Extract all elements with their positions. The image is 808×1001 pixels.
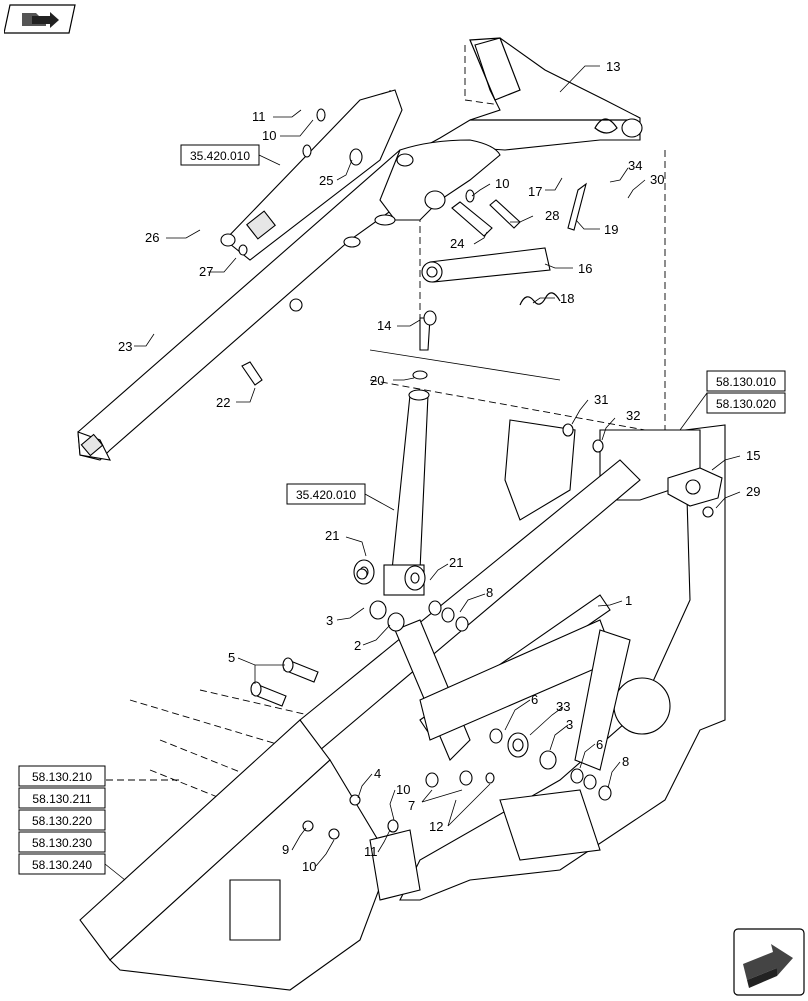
callout-7[interactable]: 7 xyxy=(408,798,415,813)
callout-34[interactable]: 34 xyxy=(628,158,642,173)
callout-10-lower[interactable]: 10 xyxy=(396,782,410,797)
pins xyxy=(241,199,521,386)
upper-arm-assembly xyxy=(417,37,643,151)
folder-arrow-icon[interactable] xyxy=(3,4,76,34)
callout-25[interactable]: 25 xyxy=(319,173,333,188)
ref-58-130-220[interactable]: 58.130.220 xyxy=(32,814,92,828)
ref-58-130-211[interactable]: 58.130.211 xyxy=(32,792,91,806)
callout-3-left[interactable]: 3 xyxy=(326,613,333,628)
callout-1[interactable]: 1 xyxy=(625,593,632,608)
callout-20[interactable]: 20 xyxy=(370,373,384,388)
callout-10-mid[interactable]: 10 xyxy=(495,176,509,191)
callout-24[interactable]: 24 xyxy=(450,236,464,251)
upper-cylinder xyxy=(220,89,403,261)
callout-21-right[interactable]: 21 xyxy=(449,555,463,570)
callout-3-right[interactable]: 3 xyxy=(566,717,573,732)
spring-clip xyxy=(519,182,587,306)
callout-10-bottom[interactable]: 10 xyxy=(302,859,316,874)
callout-31[interactable]: 31 xyxy=(594,392,608,407)
ref-58-130-240[interactable]: 58.130.240 xyxy=(32,858,92,872)
callout-17[interactable]: 17 xyxy=(528,184,542,199)
callout-32[interactable]: 32 xyxy=(626,408,640,423)
callout-11-bottom[interactable]: 11 xyxy=(364,844,378,859)
callout-26[interactable]: 26 xyxy=(145,230,159,245)
callout-8-bottom[interactable]: 8 xyxy=(622,754,629,769)
callout-leaders xyxy=(134,65,741,867)
callout-23[interactable]: 23 xyxy=(118,339,132,354)
ref-35-420-010-a[interactable]: 35.420.010 xyxy=(190,149,250,163)
callout-6-bottom[interactable]: 6 xyxy=(596,737,603,752)
reference-boxes xyxy=(18,144,786,881)
callout-12[interactable]: 12 xyxy=(429,819,443,834)
ref-58-130-020[interactable]: 58.130.020 xyxy=(716,397,776,411)
callout-11-top[interactable]: 11 xyxy=(252,109,266,124)
strut xyxy=(421,247,551,283)
callout-15[interactable]: 15 xyxy=(746,448,760,463)
lift-arm xyxy=(77,139,501,461)
callout-2[interactable]: 2 xyxy=(354,638,361,653)
ref-35-420-010-b[interactable]: 35.420.010 xyxy=(296,488,356,502)
callout-10-top[interactable]: 10 xyxy=(262,128,276,143)
support-arms xyxy=(229,619,631,941)
callout-21-left[interactable]: 21 xyxy=(325,528,339,543)
callout-33[interactable]: 33 xyxy=(556,699,570,714)
next-page-arrow-icon[interactable] xyxy=(733,928,805,996)
ref-58-130-010[interactable]: 58.130.010 xyxy=(716,375,776,389)
pins-5 xyxy=(250,657,319,707)
callout-22[interactable]: 22 xyxy=(216,395,230,410)
callout-6-top[interactable]: 6 xyxy=(531,692,538,707)
ref-58-130-210[interactable]: 58.130.210 xyxy=(32,770,92,784)
callout-4[interactable]: 4 xyxy=(374,766,381,781)
callout-14[interactable]: 14 xyxy=(377,318,391,333)
callout-28[interactable]: 28 xyxy=(545,208,559,223)
callout-9[interactable]: 9 xyxy=(282,842,289,857)
lower-cylinder xyxy=(383,370,430,596)
boom-beam xyxy=(79,459,641,991)
ref-58-130-230[interactable]: 58.130.230 xyxy=(32,836,92,850)
callout-27[interactable]: 27 xyxy=(199,264,213,279)
callout-18[interactable]: 18 xyxy=(560,291,574,306)
bushings-washers xyxy=(238,108,714,840)
callout-13[interactable]: 13 xyxy=(606,59,620,74)
callout-numbers: 13 11 10 25 10 17 34 30 28 24 19 16 18 2… xyxy=(118,59,760,874)
callout-30[interactable]: 30 xyxy=(650,172,664,187)
callout-5[interactable]: 5 xyxy=(228,650,235,665)
callout-29[interactable]: 29 xyxy=(746,484,760,499)
callout-8-top[interactable]: 8 xyxy=(486,585,493,600)
bracket-15 xyxy=(667,467,723,507)
callout-19[interactable]: 19 xyxy=(604,222,618,237)
callout-16[interactable]: 16 xyxy=(578,261,592,276)
